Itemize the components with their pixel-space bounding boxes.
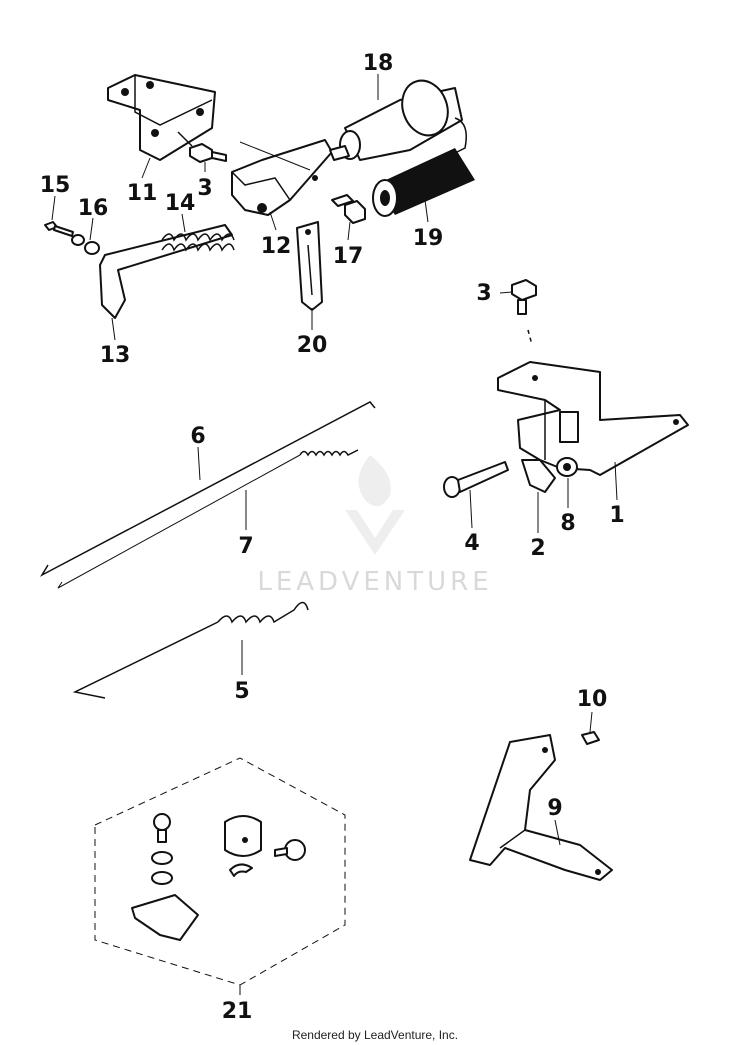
part-1-bracket (497, 361, 689, 476)
leader-lines (51, 74, 618, 995)
label-part-21: 21 (222, 999, 253, 1024)
part-11-bracket (107, 74, 216, 161)
label-part-2: 2 (530, 536, 545, 561)
label-part-16: 16 (78, 196, 109, 221)
part-3-screw-upper (189, 143, 227, 163)
label-part-3-lower: 3 (476, 281, 491, 306)
part-14-spring (161, 233, 235, 252)
part-3-screw-lower (511, 279, 537, 315)
label-part-6: 6 (190, 424, 205, 449)
label-part-17: 17 (333, 244, 364, 269)
part-16-washer (71, 234, 100, 255)
label-part-20: 20 (297, 333, 328, 358)
part-15-screw (44, 221, 74, 237)
watermark-logo (345, 455, 405, 555)
part-4-bolt (443, 461, 509, 498)
label-part-8: 8 (560, 511, 575, 536)
label-part-3-upper: 3 (197, 176, 212, 201)
label-part-5: 5 (234, 679, 249, 704)
part-18-solenoid (329, 79, 467, 161)
part-6-rod (39, 401, 376, 577)
part-17-screw (331, 194, 366, 224)
label-part-4: 4 (464, 531, 479, 556)
part-10-clip (581, 731, 600, 745)
label-part-9: 9 (547, 796, 562, 821)
part-9-lever (469, 734, 613, 881)
part-8-nut (556, 457, 578, 477)
label-part-11: 11 (127, 181, 158, 206)
label-part-13: 13 (100, 343, 131, 368)
part-5-spring-rod (72, 601, 309, 699)
label-part-12: 12 (261, 234, 292, 259)
label-part-18: 18 (363, 51, 394, 76)
part-19-sleeve (372, 148, 475, 217)
label-part-1: 1 (609, 503, 624, 528)
label-part-19: 19 (413, 226, 444, 251)
label-part-7: 7 (238, 534, 253, 559)
part-12-throttle-bracket (231, 139, 333, 216)
label-part-10: 10 (577, 687, 608, 712)
label-part-15: 15 (40, 173, 71, 198)
part-20-link (296, 221, 323, 311)
label-part-14: 14 (165, 191, 196, 216)
part-2-clip (521, 459, 556, 493)
watermark-text: LEADVENTURE (257, 567, 492, 597)
part-7-cable (57, 449, 359, 589)
part-13-lever (99, 224, 233, 319)
footer-credit: Rendered by LeadVenture, Inc. (291, 1028, 459, 1042)
part-21-kit-outline (94, 757, 346, 986)
part-21-kit-contents (131, 813, 306, 941)
